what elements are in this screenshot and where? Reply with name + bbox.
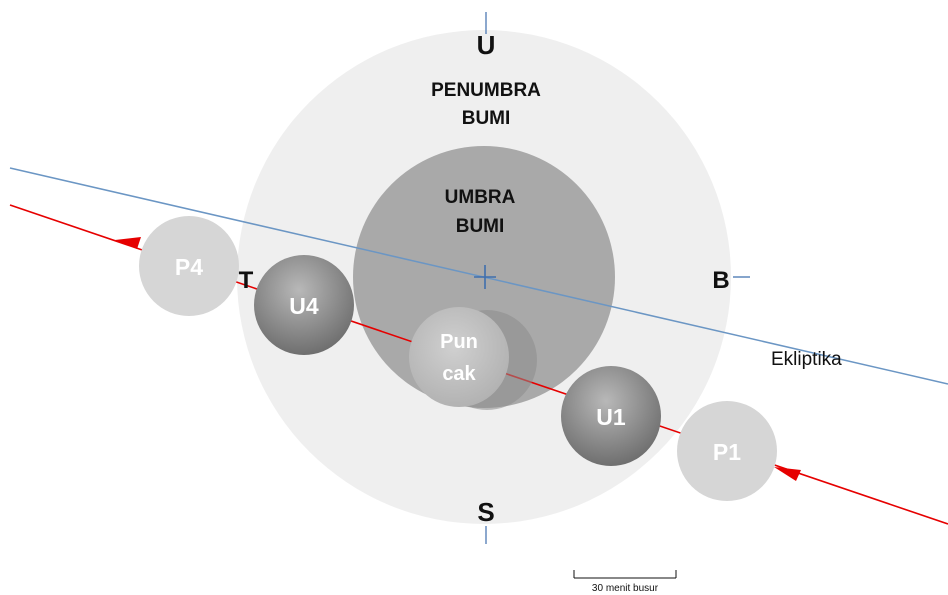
peak-label-line1: Pun <box>440 331 478 353</box>
u4-label: U4 <box>289 293 319 319</box>
west-label: B <box>712 267 729 294</box>
moon-p4 <box>139 216 239 316</box>
scale-bar <box>573 570 677 579</box>
moon-p1 <box>677 401 777 501</box>
north-label: U <box>477 30 496 60</box>
ecliptic-label: Ekliptika <box>771 349 842 370</box>
peak-label-line2: cak <box>442 363 476 385</box>
south-label: S <box>477 497 494 527</box>
umbra-label-line1: UMBRA <box>445 187 516 208</box>
moon-path-arrow-exit <box>115 237 141 249</box>
east-label: T <box>239 267 254 294</box>
umbra-label-line2: BUMI <box>456 216 505 237</box>
ecliptic-line <box>9 167 948 385</box>
moon-u4 <box>254 255 354 355</box>
peak-moon <box>409 307 509 407</box>
p4-label: P4 <box>175 254 203 280</box>
u1-label: U1 <box>596 404 626 430</box>
penumbra-label-line1: PENUMBRA <box>431 80 541 101</box>
p1-label: P1 <box>713 439 741 465</box>
scale-bar-label: 30 menit busur <box>592 583 659 594</box>
moon-u1 <box>561 366 661 466</box>
moon-path-arrow-entry <box>774 467 801 481</box>
penumbra-label-line2: BUMI <box>462 108 511 129</box>
